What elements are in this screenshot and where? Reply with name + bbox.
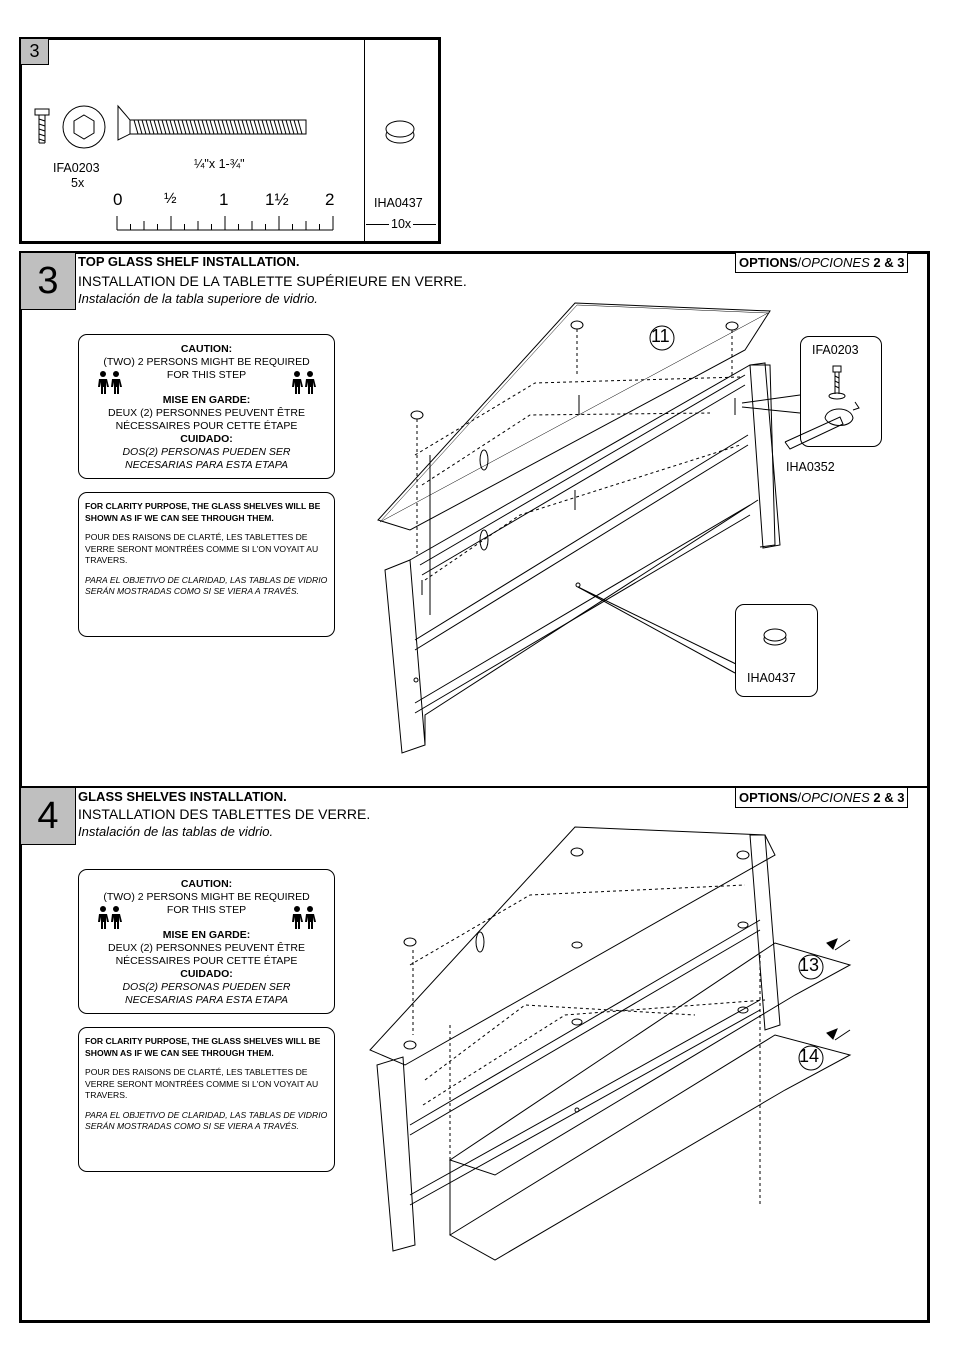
- ruler-label-half: ½: [164, 190, 177, 207]
- ruler-label-0: 0: [113, 190, 123, 209]
- caution-text-en-1: (TWO) 2 PERSONS MIGHT BE REQUIRED: [103, 356, 310, 368]
- part-callout-14: 14: [799, 1046, 820, 1066]
- options-values: 2 & 3: [873, 255, 905, 270]
- step-3-assembly-illustration: [377, 302, 801, 754]
- step-divider: [19, 786, 930, 788]
- step-3-title-en: TOP GLASS SHELF INSTALLATION.: [78, 254, 300, 269]
- clarity-text-es: PARA EL OBJETIVO DE CLARIDAD, LAS TABLAS…: [85, 1109, 328, 1132]
- two-persons-icon: [98, 371, 122, 394]
- caution-text-en-1: (TWO) 2 PERSONS MIGHT BE REQUIRED: [103, 891, 310, 903]
- step-3-number: 3: [21, 253, 76, 310]
- bumper-icon: [385, 120, 415, 144]
- step-4-title-en: GLASS SHELVES INSTALLATION.: [78, 789, 287, 804]
- caution-text-fr-2: NÉCESSAIRES POUR CETTE ÉTAPE: [115, 420, 298, 432]
- step-4-title-es: Instalación de las tablas de vidrio.: [78, 824, 274, 839]
- part-callout-circle-14: [798, 1045, 824, 1071]
- ruler-label-1-half: 1½: [265, 190, 289, 209]
- caution-box-step-3: CAUTION: (TWO) 2 PERSONS MIGHT BE REQUIR…: [78, 334, 335, 479]
- caution-text-es-2: NECESARIAS PARA ESTA ETAPA: [125, 994, 288, 1006]
- step-3-title-fr: INSTALLATION DE LA TABLETTE SUPÉRIEURE E…: [78, 273, 467, 289]
- screw-size: ¼"x 1-¾": [194, 157, 245, 171]
- part-callout-circle-11: [649, 325, 675, 351]
- clarity-text-en: FOR CLARITY PURPOSE, THE GLASS SHELVES W…: [85, 1036, 321, 1058]
- step-4-title-fr: INSTALLATION DES TABLETTES DE VERRE.: [78, 806, 371, 822]
- caution-text-fr-2: NÉCESSAIRES POUR CETTE ÉTAPE: [115, 955, 298, 967]
- hardware-panel: [19, 37, 441, 244]
- bumper-icon: [763, 628, 787, 646]
- screw-and-hex-key-icon: [784, 365, 860, 450]
- screw-quantity: 5x: [71, 176, 85, 190]
- screw-code: IFA0203: [53, 161, 100, 175]
- caution-text-es-2: NECESARIAS PARA ESTA ETAPA: [125, 459, 288, 471]
- screw-callout-code: IFA0203: [812, 343, 859, 357]
- options-label-es: OPCIONES: [801, 255, 870, 270]
- caution-text-es-1: DOS(2) PERSONAS PUEDEN SER: [122, 981, 291, 993]
- hex-key-callout-code: IHA0352: [786, 460, 835, 474]
- part-callout-11: 11: [651, 326, 670, 346]
- caution-heading-fr: MISE EN GARDE:: [162, 929, 251, 941]
- caution-box-step-4: CAUTION: (TWO) 2 PERSONS MIGHT BE REQUIR…: [78, 869, 335, 1014]
- clarity-note-step-4: FOR CLARITY PURPOSE, THE GLASS SHELVES W…: [78, 1027, 335, 1172]
- two-persons-icon: [98, 906, 122, 929]
- caution-text-en-2: FOR THIS STEP: [166, 369, 247, 381]
- bolt-side-icon: [117, 104, 307, 141]
- ruler-label-2: 2: [325, 190, 335, 209]
- options-values: 2 & 3: [873, 790, 905, 805]
- caution-heading-es: CUIDADO:: [180, 968, 233, 980]
- caution-text-fr-1: DEUX (2) PERSONNES PEUVENT ÊTRE: [107, 407, 305, 419]
- caution-heading-fr: MISE EN GARDE:: [162, 394, 251, 406]
- bumper-callout-code: IHA0437: [747, 671, 796, 685]
- step-4-assembly-illustration: [369, 826, 852, 1261]
- hardware-divider: [364, 37, 365, 244]
- caution-heading-es: CUIDADO:: [180, 433, 233, 445]
- clarity-text-es: PARA EL OBJETIVO DE CLARIDAD, LAS TABLAS…: [85, 574, 328, 597]
- step-4-number: 4: [21, 788, 76, 845]
- clarity-text-fr: POUR DES RAISONS DE CLARTÉ, LES TABLETTE…: [85, 532, 319, 565]
- clarity-text-en: FOR CLARITY PURPOSE, THE GLASS SHELVES W…: [85, 501, 321, 523]
- two-persons-icon: [292, 906, 316, 929]
- options-label-es: OPCIONES: [801, 790, 870, 805]
- bumper-callout-box: [735, 604, 818, 697]
- screw-head-icon: [34, 105, 106, 149]
- ruler-label-1: 1: [219, 190, 229, 209]
- bumper-code: IHA0437: [374, 196, 423, 210]
- step-3-options: OPTIONS/OPCIONES 2 & 3: [735, 252, 909, 273]
- clarity-note-step-3: FOR CLARITY PURPOSE, THE GLASS SHELVES W…: [78, 492, 335, 637]
- caution-text-en-2: FOR THIS STEP: [166, 904, 247, 916]
- options-label: OPTIONS: [739, 790, 798, 805]
- ruler-scale: [116, 216, 334, 231]
- part-callout-13: 13: [799, 955, 820, 975]
- caution-text-fr-1: DEUX (2) PERSONNES PEUVENT ÊTRE: [107, 942, 305, 954]
- caution-heading-en: CAUTION:: [180, 343, 233, 355]
- clarity-text-fr: POUR DES RAISONS DE CLARTÉ, LES TABLETTE…: [85, 1067, 319, 1100]
- hardware-section-number: 3: [21, 39, 49, 65]
- step-4-options: OPTIONS/OPCIONES 2 & 3: [735, 787, 909, 808]
- step-3-title-es: Instalación de la tabla superiore de vid…: [78, 291, 318, 306]
- bumper-quantity: 10x: [389, 217, 414, 231]
- caution-text-es-1: DOS(2) PERSONAS PUEDEN SER: [122, 446, 291, 458]
- two-persons-icon: [292, 371, 316, 394]
- caution-heading-en: CAUTION:: [180, 878, 233, 890]
- options-label: OPTIONS: [739, 255, 798, 270]
- part-callout-circle-13: [798, 954, 824, 980]
